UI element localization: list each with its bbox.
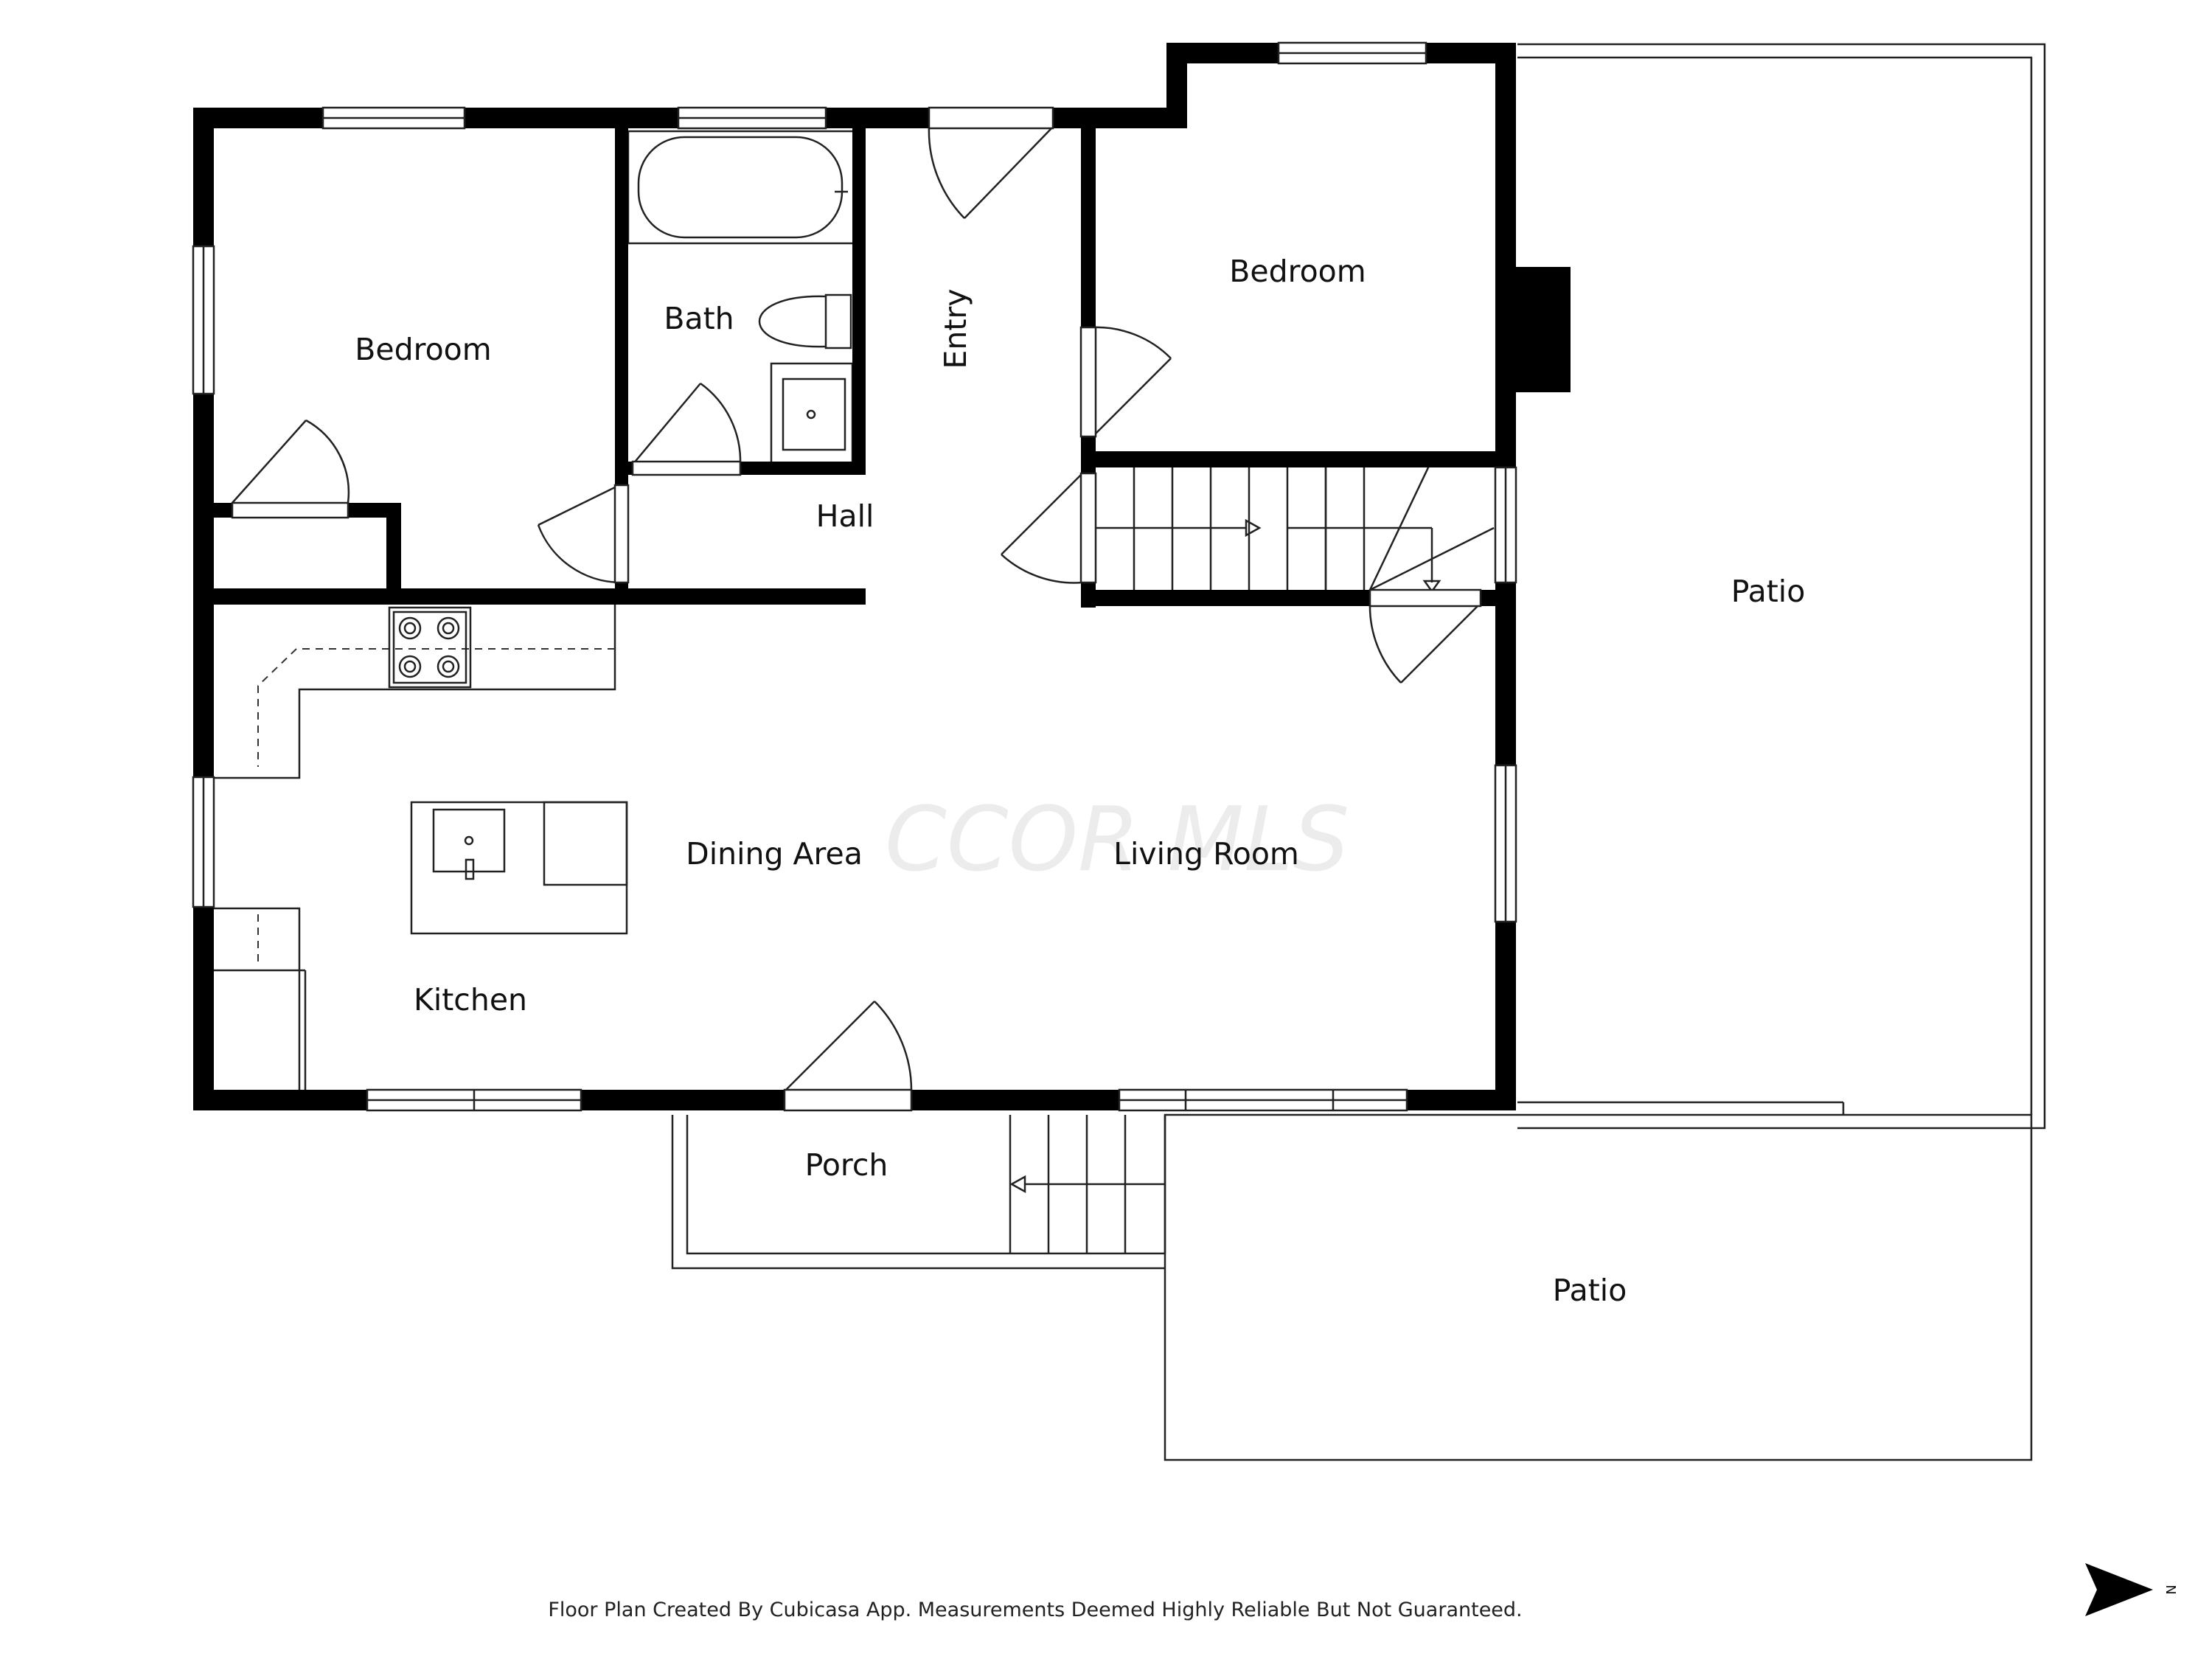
toilet: [758, 293, 852, 349]
room-label-living-room: Living Room: [1113, 836, 1299, 872]
patio-outlines: [671, 43, 2046, 1461]
room-label-bath: Bath: [664, 301, 734, 336]
room-label-entry: Entry: [938, 288, 973, 369]
room-label-patio-right: Patio: [1731, 574, 1806, 609]
watermark: CCOR MLS: [885, 789, 1349, 891]
kitchen-counter-edge: [257, 648, 615, 966]
room-label-porch: Porch: [805, 1147, 888, 1183]
north-arrow-icon: N: [2085, 1563, 2178, 1616]
doors: [232, 126, 1481, 1092]
window-mullions: [202, 52, 1507, 1110]
interior-stairs: [1096, 465, 1495, 594]
room-label-bedroom-left: Bedroom: [355, 332, 491, 367]
bath-sink: [770, 362, 854, 468]
room-label-patio-bottom: Patio: [1553, 1273, 1627, 1308]
compass-letter: N: [2163, 1585, 2178, 1594]
room-label-hall: Hall: [816, 498, 874, 534]
footer-disclaimer: Floor Plan Created By Cubicasa App. Meas…: [548, 1599, 1522, 1621]
porch-stairs: [1009, 1115, 1166, 1253]
stove: [388, 606, 472, 689]
room-label-kitchen: Kitchen: [414, 982, 527, 1018]
room-label-dining-area: Dining Area: [686, 836, 863, 872]
bathtub: [627, 130, 855, 245]
room-label-bedroom-right: Bedroom: [1229, 254, 1366, 289]
kitchen-island: [410, 801, 628, 935]
door-openings: [231, 106, 1482, 1112]
